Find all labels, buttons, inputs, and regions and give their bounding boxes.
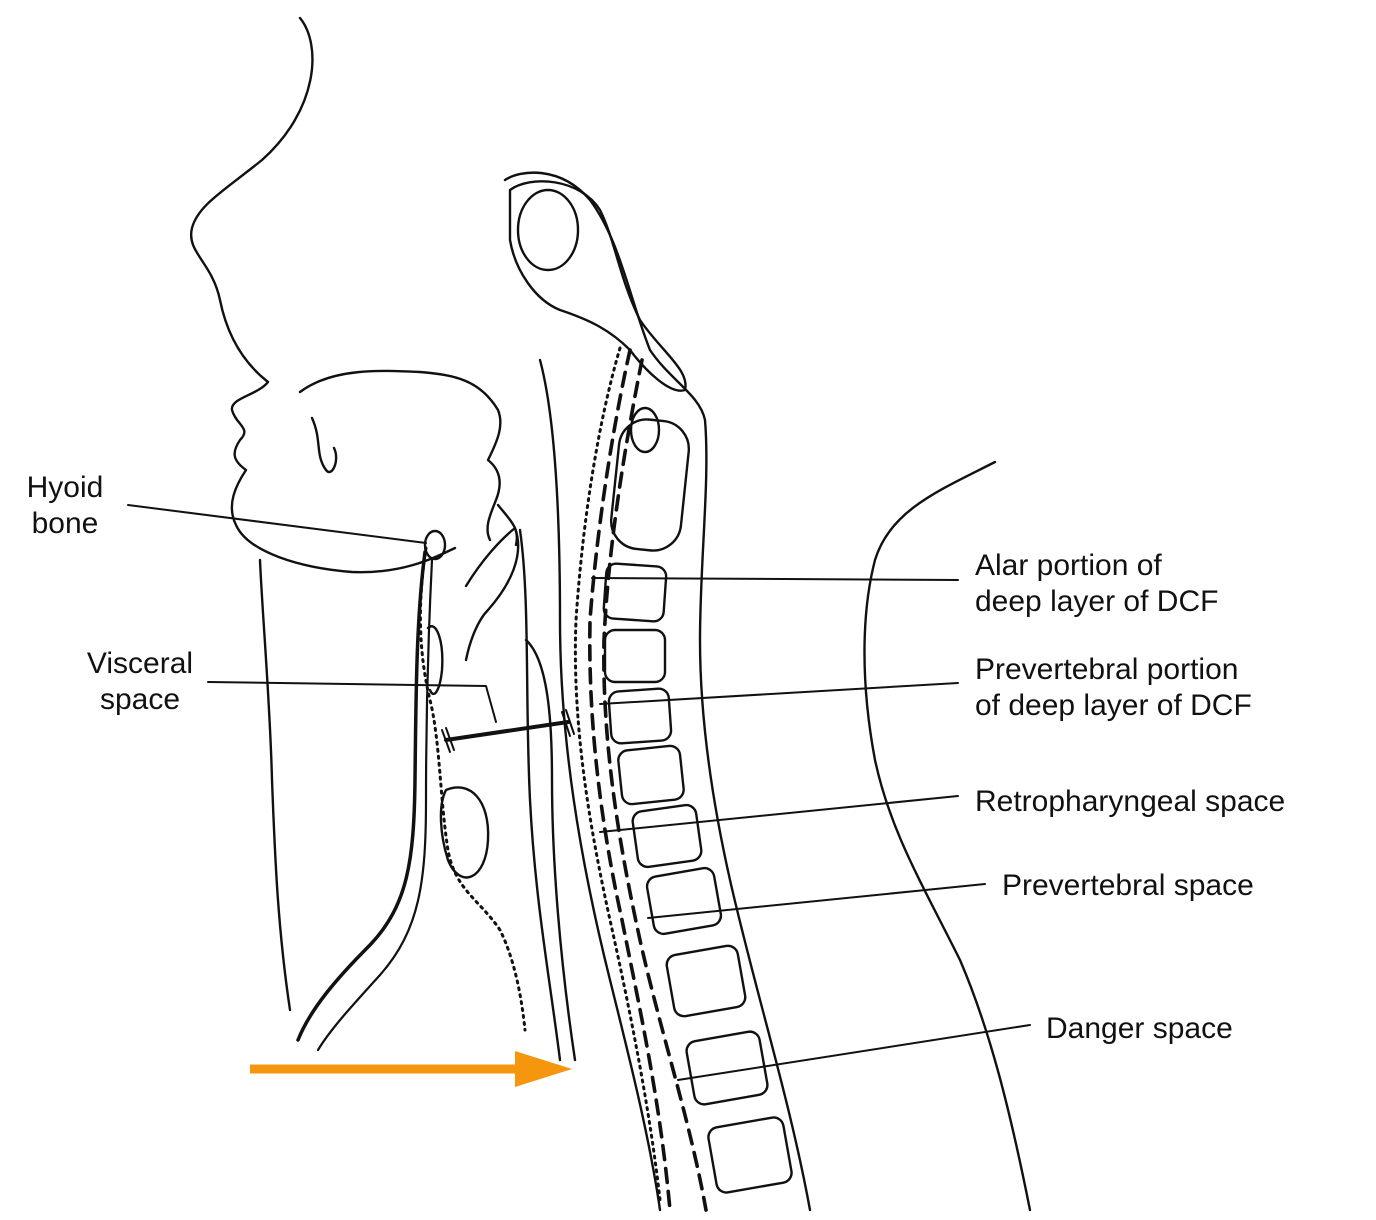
vertebra-c5	[608, 688, 671, 744]
label-prevertebral-space: Prevertebral space	[1002, 868, 1342, 904]
vertebra-t4	[707, 1116, 793, 1194]
vertebra-c4	[605, 630, 665, 682]
label-alar-portion: Alar portion of deep layer of DCF	[975, 548, 1335, 620]
vertebra-t1	[645, 867, 722, 936]
anterior-neck-skin	[260, 560, 290, 1010]
vertebra-c3	[603, 563, 667, 622]
leader-prevertebral-portion	[600, 683, 958, 704]
visceral-fascia-dotted	[420, 548, 525, 1030]
alar-fascia-dashed	[590, 350, 670, 1210]
retropharyngeal-dotted	[575, 348, 660, 1200]
label-prevertebral-portion: Prevertebral portion of deep layer of DC…	[975, 652, 1355, 724]
posterior-pharynx-line	[520, 530, 560, 1060]
pharynx-wall-upper	[498, 505, 517, 545]
label-hyoid-bone: Hyoid bone	[10, 470, 120, 542]
leader-prevertebral-space	[648, 884, 985, 918]
skull-base-cavity	[518, 190, 578, 270]
arrow-right-icon	[250, 1051, 572, 1087]
trachea-anterior-line	[298, 552, 425, 1040]
leader-danger	[678, 1025, 1030, 1080]
label-visceral-space: Visceral space	[60, 646, 220, 718]
vertebra-c6	[617, 745, 684, 805]
vertebra-t2	[665, 944, 747, 1018]
leader-hyoid	[128, 505, 426, 543]
thyroid-outline	[441, 787, 488, 877]
epiglottis-outline	[466, 528, 518, 660]
spine-anterior-contour	[505, 173, 810, 1210]
face-profile	[191, 18, 455, 572]
tongue-outline	[312, 418, 336, 472]
cartilage-outline	[428, 626, 442, 694]
nasal-cavity-outline	[300, 371, 500, 540]
vertebra-c7	[631, 804, 702, 868]
leader-visceral	[208, 682, 496, 722]
leader-alar	[592, 578, 958, 580]
label-danger-space: Danger space	[1046, 1011, 1306, 1047]
odontoid-outline	[631, 408, 659, 452]
hyoid-bone-shape	[425, 531, 445, 559]
label-retropharyngeal-space: Retropharyngeal space	[975, 784, 1370, 820]
